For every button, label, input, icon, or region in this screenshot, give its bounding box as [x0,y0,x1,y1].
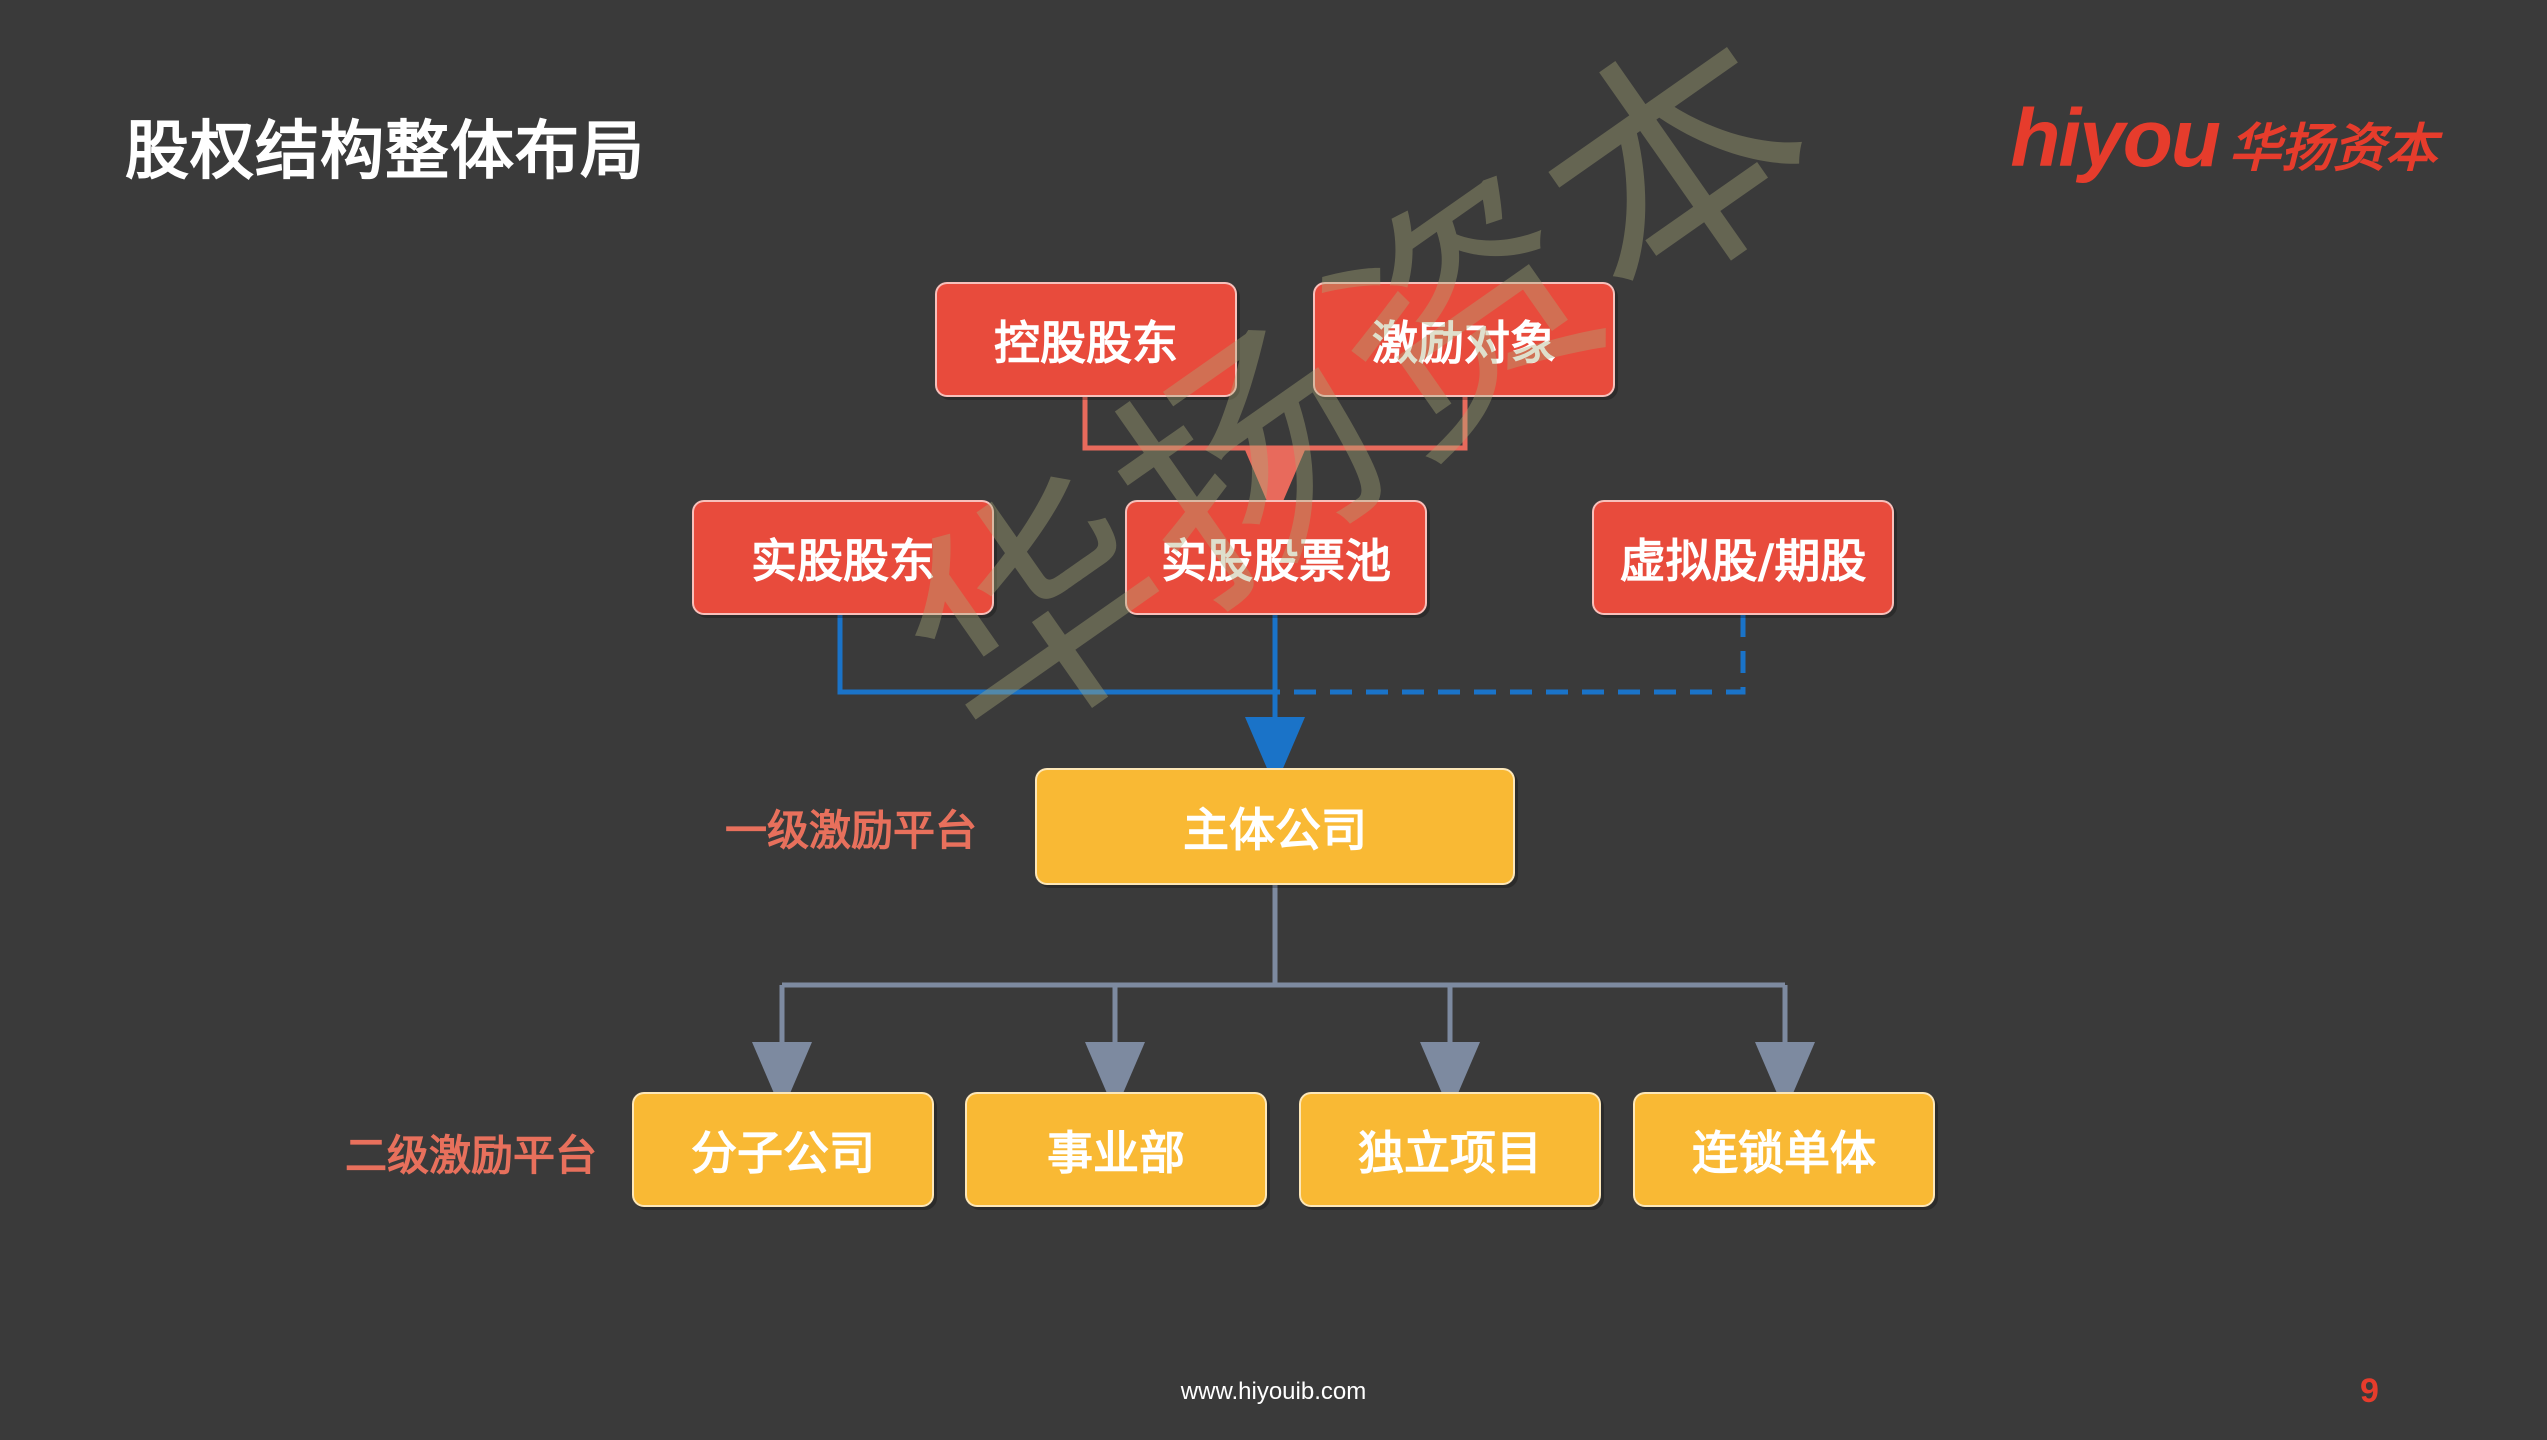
box-label: 分子公司 [691,1125,875,1180]
box-label: 实股股东 [751,533,935,588]
box-label: 实股股票池 [1161,533,1391,588]
box-subsidiary: 分子公司 [632,1092,934,1207]
box-real-shareholder: 实股股东 [692,500,994,615]
connector-top-left [1082,397,1275,451]
page-number: 9 [2360,1372,2379,1410]
box-controlling-shareholder: 控股股东 [935,282,1237,397]
box-label: 连锁单体 [1692,1125,1876,1180]
connector-top-right [1275,397,1468,451]
page-title: 股权结构整体布局 [125,115,645,189]
logo-latin: hiyou [2010,93,2221,184]
connector-mid-right-dashed [1275,615,1746,695]
box-share-pool: 实股股票池 [1125,500,1427,615]
box-label: 控股股东 [994,315,1178,370]
box-label: 独立项目 [1358,1125,1542,1180]
level1-label: 一级激励平台 [725,806,978,855]
brand-logo: hiyou 华扬资本 [2010,92,2437,186]
box-main-company: 主体公司 [1035,768,1515,885]
box-label: 主体公司 [1183,802,1367,857]
footer-url[interactable]: www.hiyouib.com [1180,1378,1367,1405]
connector-mid-left [837,615,1275,695]
level2-label: 二级激励平台 [345,1131,598,1180]
box-business-unit: 事业部 [965,1092,1267,1207]
box-independent-project: 独立项目 [1299,1092,1601,1207]
box-label: 事业部 [1047,1125,1185,1180]
box-virtual-stock: 虚拟股/期股 [1592,500,1894,615]
box-chain-store: 连锁单体 [1633,1092,1935,1207]
logo-cjk: 华扬资本 [2228,119,2437,179]
box-label: 激励对象 [1372,315,1556,370]
box-incentive-target: 激励对象 [1313,282,1615,397]
box-label: 虚拟股/期股 [1619,533,1867,588]
